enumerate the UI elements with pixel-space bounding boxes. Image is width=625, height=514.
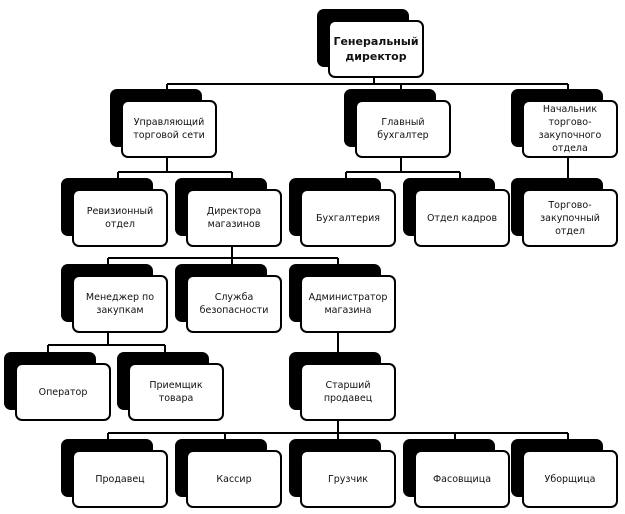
node-label: Отдел кадров (426, 212, 498, 224)
node-label: Служба безопасности (199, 292, 269, 316)
node-label: Генеральный директор (333, 35, 419, 63)
node-store-admin: Администратор магазина (289, 264, 396, 333)
node-accounting: Бухгалтерия (289, 178, 396, 247)
node-senior-seller: Старший продавец (289, 352, 396, 421)
node-label: Продавец (95, 473, 145, 485)
node-operator: Оператор (4, 352, 111, 421)
node-store-directors: Директора магазинов (175, 178, 282, 247)
node-label: Менеджер по закупкам (85, 292, 155, 316)
node-label: Грузчик (327, 473, 369, 485)
node-label: Оператор (38, 386, 88, 398)
node-security: Служба безопасности (175, 264, 282, 333)
node-hr-dept: Отдел кадров (403, 178, 510, 247)
node-purchasing-dept: Торгово-закупочный отдел (511, 178, 618, 247)
node-goods-receiver: Приемщик товара (117, 352, 224, 421)
node-label: Управляющий торговой сети (133, 117, 205, 141)
node-label: Старший продавец (323, 380, 373, 404)
node-audit-dept: Ревизионный отдел (61, 178, 168, 247)
node-label: Бухгалтерия (316, 212, 380, 224)
node-cashier: Кассир (175, 439, 282, 508)
connector-level4-left (47, 333, 166, 363)
connector-level2-mid (345, 158, 461, 189)
node-general-director: Генеральный директор (317, 9, 424, 78)
node-seller: Продавец (61, 439, 168, 508)
node-loader: Грузчик (289, 439, 396, 508)
node-purchasing-manager: Менеджер по закупкам (61, 264, 168, 333)
node-label: Директора магазинов (206, 206, 262, 230)
node-label: Ревизионный отдел (86, 206, 154, 230)
node-label: Администратор магазина (308, 292, 388, 316)
node-label: Начальник торгово-закупочного отдела (538, 104, 602, 154)
node-packer: Фасовщица (403, 439, 510, 508)
node-label: Уборщица (544, 473, 596, 485)
node-label: Приемщик товара (149, 380, 203, 404)
node-label: Торгово-закупочный отдел (540, 199, 600, 237)
node-chief-accountant: Главный бухгалтер (344, 89, 451, 158)
connector-level2-left (117, 158, 233, 189)
node-label: Главный бухгалтер (377, 117, 429, 141)
node-head-purchasing: Начальник торгово-закупочного отдела (511, 89, 618, 158)
node-chain-manager: Управляющий торговой сети (110, 89, 217, 158)
node-label: Фасовщица (432, 473, 492, 485)
node-cleaner: Уборщица (511, 439, 618, 508)
node-label: Кассир (216, 473, 252, 485)
